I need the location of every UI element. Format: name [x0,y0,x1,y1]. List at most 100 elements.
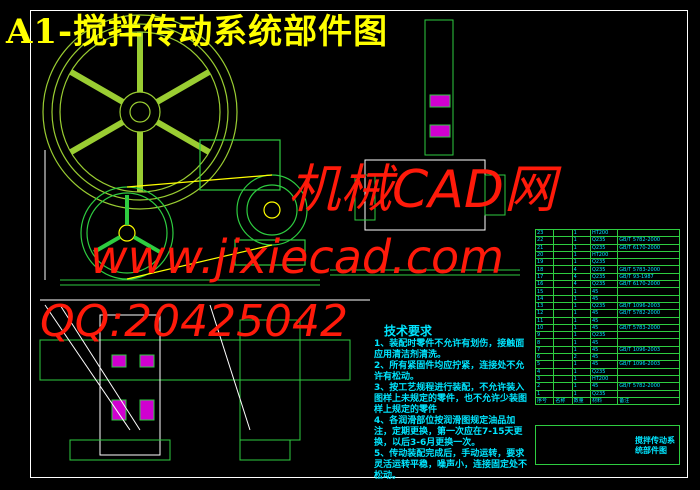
tech-item: 1、装配时零件不允许有划伤，接触面应用清洁剂清洗。 [374,339,525,360]
bom-header-row: 序号名称数量材料备注 [534,396,680,406]
bom-cell: 45 [589,360,619,369]
bom-cell: 8 [534,338,555,347]
bom-cell: Q235 [589,272,619,282]
bom-cell: 1 [571,331,591,340]
bom-cell [553,287,573,296]
bom-cell [553,338,573,347]
tech-item: 5、传动装配完成后，手动运转，要求灵活运转平稳，噪声小，连接固定处不松动。 [374,449,528,481]
bom-cell [553,301,573,311]
large-pulley [42,14,238,210]
bom-cell [553,353,573,362]
bom-cell: Q235 [589,331,619,340]
motor-pulley [126,139,308,280]
bom-cell [553,316,573,325]
bom-cell: 1 [571,323,591,333]
bom-cell: 1 [571,367,591,376]
bom-cell [553,374,573,384]
bom-cell [617,316,680,325]
bom-cell [617,331,680,340]
bom-cell [617,294,680,303]
bom-cell [553,345,573,355]
bom-cell: Q235 [589,367,619,376]
frame-base [40,150,370,301]
bom-cell: 1 [571,301,591,311]
bom-cell: 名称 [553,396,573,406]
bom-cell: 序号 [534,396,555,406]
watermark-site-name: 机械CAD网 [288,160,556,220]
bom-cell: 23 [534,228,555,238]
bom-cell: GB/T 5782-2000 [617,382,680,391]
bom-cell: 2 [571,353,591,362]
bom-cell [617,338,680,347]
bom-cell: HT200 [589,374,619,384]
bom-cell: 21 [534,243,555,252]
bom-cell [553,367,573,376]
bom-cell [553,250,573,260]
bom-cell: 45 [589,345,619,355]
bom-cell: 45 [589,294,619,303]
bom-cell: GB/T 6170-2000 [617,243,680,252]
bom-cell: 11 [534,316,555,325]
bom-cell: Q235 [589,301,619,311]
bom-cell [553,265,573,274]
bom-cell: 6 [534,353,555,362]
bom-cell: GB/T 1096-2003 [617,360,680,369]
bom-cell: HT200 [589,228,619,238]
bom-cell: 1 [571,250,591,260]
bom-cell [553,294,573,303]
bom-cell: 1 [571,309,591,318]
bom-cell: 1 [571,258,591,267]
bom-cell: GB/T 5782-2000 [617,309,680,318]
bom-cell: GB/T 5783-2000 [617,323,680,333]
bom-cell: GB/T 1096-2003 [617,301,680,311]
bom-cell: 16 [534,280,555,289]
tech-heading: 技术要求 [384,324,433,338]
bom-cell: 1 [534,389,555,398]
bom-cell: 18 [534,265,555,274]
bom-cell: 1 [571,287,591,296]
bom-cell [553,323,573,333]
bom-cell: Q235 [589,258,619,267]
bom-cell [617,353,680,362]
bom-cell [553,228,573,238]
bom-cell: GB/T 6170-2000 [617,280,680,289]
bom-cell: Q235 [589,280,619,289]
bom-cell: Q235 [589,236,619,245]
bom-cell: 7 [534,345,555,355]
side-view [330,19,520,276]
bom-cell: 4 [571,272,591,282]
bom-cell: HT200 [589,250,619,260]
bom-cell: 19 [534,258,555,267]
bom-cell: 1 [571,294,591,303]
bom-cell: 14 [534,294,555,303]
watermark-url: www.jixiecad.com [90,230,504,284]
bom-cell: Q235 [589,265,619,274]
bom-cell [553,309,573,318]
bom-cell: 1 [571,345,591,355]
bom-cell [553,243,573,252]
bom-cell: 1 [571,236,591,245]
bom-cell: 45 [589,353,619,362]
tech-item: 4、各润滑部位按润滑图规定油品加注，定期更换，第一次应在7-15天更换，以后3-… [374,416,523,448]
bom-cell: 1 [571,360,591,369]
bom-cell [617,228,680,238]
bom-cell: 4 [534,367,555,376]
bom-cell [553,272,573,282]
bom-cell [553,258,573,267]
bom-cell: 1 [571,338,591,347]
